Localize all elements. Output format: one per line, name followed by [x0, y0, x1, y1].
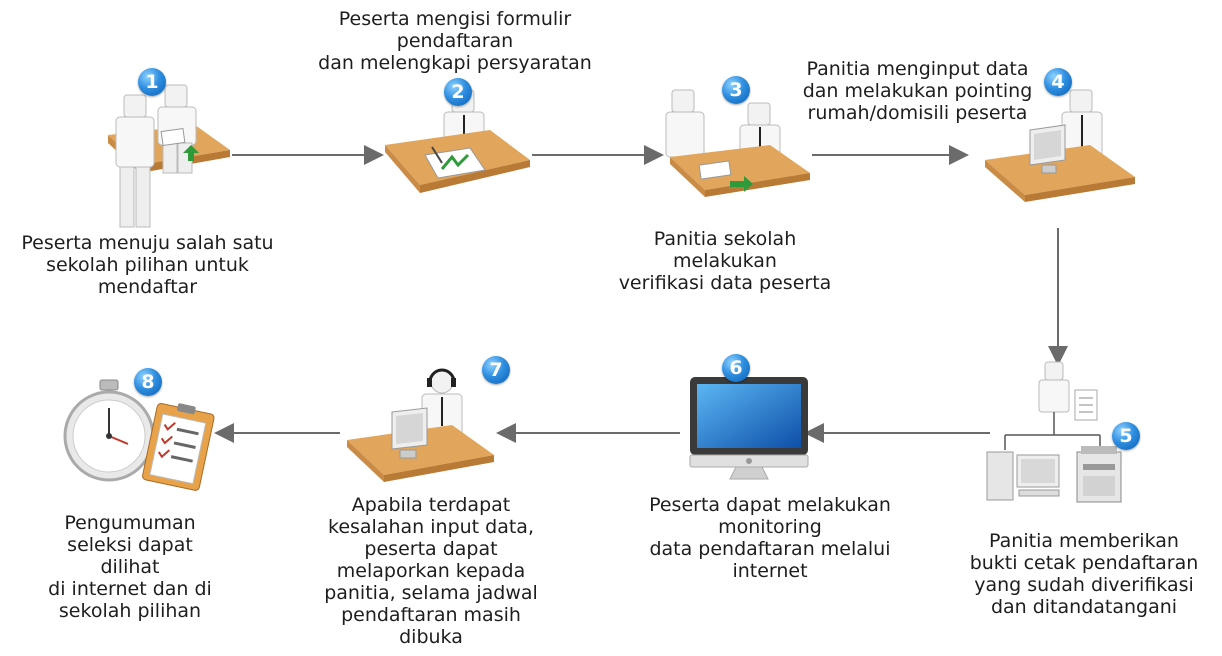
step-2-badge: 2 — [444, 78, 472, 106]
step-7-line: peserta dapat — [364, 538, 498, 560]
computer-desk-icon — [985, 89, 1135, 202]
step-5-caption: Panitia memberikan bukti cetak pendaftar… — [948, 530, 1220, 618]
step-3-caption: Panitia sekolah melakukan verifikasi dat… — [590, 228, 860, 294]
step-4-caption: Panitia menginput data dan melakukan poi… — [780, 58, 1055, 124]
step-6-caption: Peserta dapat melakukan monitoring data … — [620, 494, 920, 582]
step-7-line: dibuka — [399, 626, 463, 648]
step-6-line: Peserta dapat melakukan — [649, 494, 891, 516]
step-1-caption: Peserta menuju salah satu sekolah piliha… — [5, 232, 290, 298]
step-5-line: bukti cetak pendaftaran — [969, 552, 1199, 574]
step-5-badge: 5 — [1112, 422, 1140, 450]
step-8-line: sekolah pilihan — [58, 600, 202, 622]
step-8-badge: 8 — [134, 368, 162, 396]
step-8-caption: Pengumuman seleksi dapat dilihat di inte… — [20, 512, 240, 622]
office-org-icon — [986, 361, 1122, 503]
step-3-badge: 3 — [722, 76, 750, 104]
step-4-line: rumah/domisili peserta — [807, 102, 1028, 124]
step-6-line: monitoring — [718, 516, 822, 538]
step-7-line: pendaftaran masih — [341, 604, 521, 626]
step-8-line: di internet dan di — [48, 578, 212, 600]
step-6-line: internet — [732, 560, 808, 582]
step-7-line: panitia, selama jadwal — [324, 582, 538, 604]
step-3-line: verifikasi data peserta — [618, 272, 832, 294]
step-8-line: dilihat — [100, 556, 160, 578]
step-7-line: melaporkan kepada — [336, 560, 526, 582]
step-6-badge: 6 — [722, 354, 750, 382]
step-4-line: dan melakukan pointing — [802, 80, 1033, 102]
step-7-line: Apabila terdapat — [351, 494, 511, 516]
stopwatch-checklist-icon — [63, 379, 215, 491]
step-5-line: Panitia memberikan — [989, 530, 1179, 552]
step-3-line: melakukan — [673, 250, 777, 272]
step-8-line: seleksi dapat — [67, 534, 193, 556]
desk-person-icon — [108, 84, 230, 228]
monitor-icon — [689, 377, 809, 480]
step-6-line: data pendaftaran melalui — [649, 538, 891, 560]
step-1-line: sekolah pilihan untuk — [46, 254, 249, 276]
step-2-line: pendaftaran — [396, 30, 514, 52]
step-5-line: yang sudah diverifikasi — [974, 574, 1194, 596]
step-4-badge: 4 — [1044, 68, 1072, 96]
step-1-line: Peserta menuju salah satu — [21, 232, 274, 254]
step-8-line: Pengumuman — [64, 512, 196, 534]
helpdesk-icon — [347, 368, 494, 482]
verify-icon — [665, 89, 810, 197]
step-1-badge: 1 — [138, 68, 166, 96]
step-2-line: Peserta mengisi formulir — [338, 8, 572, 30]
step-7-line: kesalahan input data, — [328, 516, 534, 538]
step-5-line: dan ditandatangani — [990, 596, 1178, 618]
step-7-caption: Apabila terdapat kesalahan input data, p… — [290, 494, 572, 648]
step-2-line: dan melengkapi persyaratan — [318, 52, 592, 74]
step-2-caption: Peserta mengisi formulir pendaftaran dan… — [300, 8, 610, 74]
step-4-line: Panitia menginput data — [806, 58, 1029, 80]
step-1-line: mendaftar — [97, 276, 198, 298]
step-7-badge: 7 — [482, 356, 510, 384]
step-3-line: Panitia sekolah — [653, 228, 797, 250]
